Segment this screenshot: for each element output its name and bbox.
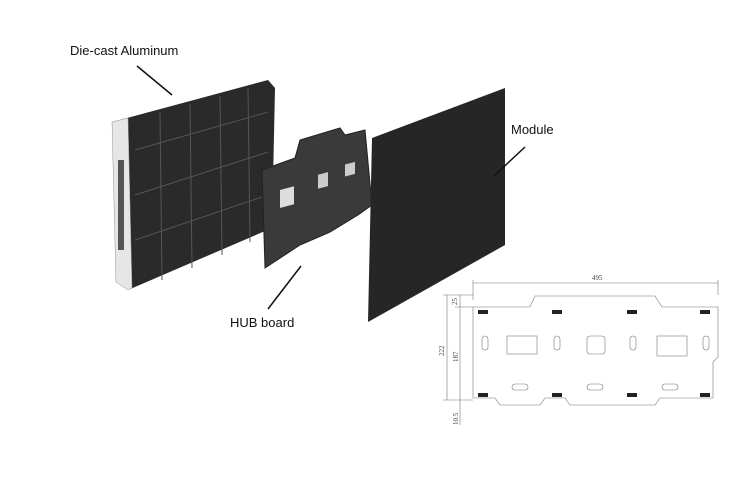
die-cast-aluminum-label: Die-cast Aluminum — [70, 43, 179, 58]
hub-leader-line — [267, 265, 302, 310]
dim-width: 495 — [592, 274, 603, 282]
die-cast-cabinet — [111, 80, 275, 291]
hub-board — [261, 127, 373, 269]
die-cast-leader-line — [136, 65, 173, 96]
hub-board-label: HUB board — [230, 315, 295, 330]
dim-top-offset: 25 — [451, 298, 459, 306]
led-module — [368, 88, 505, 322]
module-leader-line — [493, 146, 526, 177]
module-label: Module — [511, 122, 554, 137]
hub-connectors — [478, 310, 710, 397]
dim-bottom-offset: 10.5 — [452, 412, 460, 425]
dim-total-height: 222 — [438, 345, 446, 356]
hub-board-drawing — [443, 280, 719, 425]
dim-inner-height: 187 — [452, 351, 460, 362]
